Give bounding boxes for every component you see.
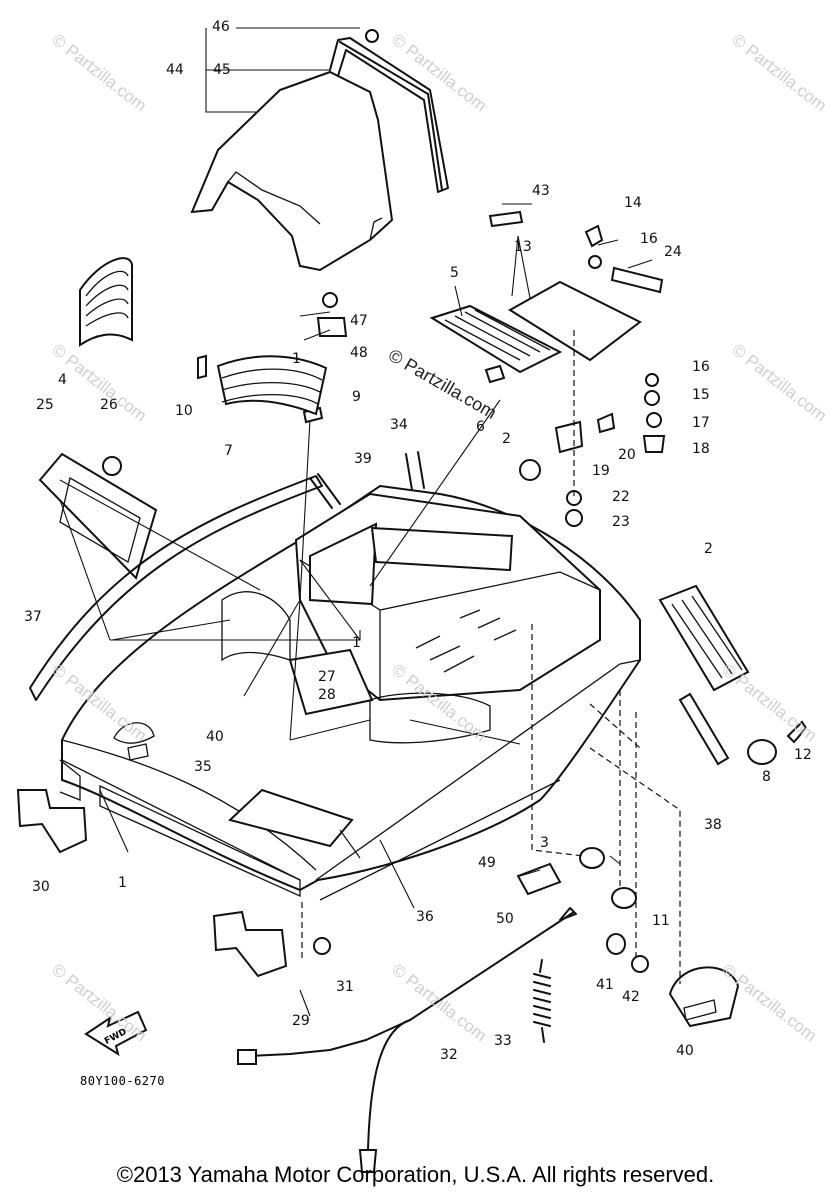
hinge-left[interactable]: [16, 789, 88, 854]
side-grille[interactable]: [658, 584, 750, 692]
callout-42[interactable]: 42: [622, 989, 640, 1005]
right-fasteners: [313, 720, 808, 973]
badge-40[interactable]: [668, 966, 740, 1028]
callout-34[interactable]: 34: [390, 417, 408, 433]
callout-26[interactable]: 26: [100, 397, 118, 413]
hinge-right[interactable]: [212, 910, 288, 978]
callout-41[interactable]: 41: [596, 977, 614, 993]
callout-43[interactable]: 43: [532, 183, 550, 199]
callout-44[interactable]: 44: [166, 62, 184, 78]
label-50[interactable]: [516, 862, 562, 896]
callout-46[interactable]: 46: [212, 19, 230, 35]
callout-1c[interactable]: 1: [118, 875, 127, 891]
callout-47[interactable]: 47: [350, 313, 368, 329]
callout-17[interactable]: 17: [692, 415, 710, 431]
callout-36[interactable]: 36: [416, 909, 434, 925]
callout-31[interactable]: 31: [336, 979, 354, 995]
callout-39[interactable]: 39: [354, 451, 372, 467]
callout-20[interactable]: 20: [618, 447, 636, 463]
diagram-code: 80Y100-6270: [80, 1074, 165, 1088]
callout-22[interactable]: 22: [612, 489, 630, 505]
callout-27[interactable]: 27: [318, 669, 336, 685]
windshield[interactable]: [190, 70, 394, 272]
trim-strip-38[interactable]: [678, 692, 730, 766]
callout-24[interactable]: 24: [664, 244, 682, 260]
callout-10[interactable]: 10: [175, 403, 193, 419]
hose-39[interactable]: [309, 473, 341, 509]
callout-45[interactable]: 45: [213, 62, 231, 78]
copyright-notice: ©2013 Yamaha Motor Corporation, U.S.A. A…: [116, 1162, 715, 1187]
callout-37[interactable]: 37: [24, 609, 42, 625]
alignment-lines: [301, 330, 681, 984]
callout-1b[interactable]: 1: [352, 635, 361, 651]
callout-35[interactable]: 35: [194, 759, 212, 775]
callout-40b[interactable]: 40: [676, 1043, 694, 1059]
callout-7[interactable]: 7: [224, 443, 233, 459]
fwd-arrow: [84, 1010, 148, 1057]
spring-33[interactable]: [533, 959, 551, 1043]
callout-14[interactable]: 14: [624, 195, 642, 211]
callout-40a[interactable]: 40: [206, 729, 224, 745]
callout-1a[interactable]: 1: [292, 351, 301, 367]
callout-2a[interactable]: 2: [502, 431, 511, 447]
vent-grille-center[interactable]: [216, 355, 328, 416]
badge-on-hood: [113, 722, 155, 761]
callout-5[interactable]: 5: [450, 265, 459, 281]
cable-32[interactable]: [237, 907, 577, 1173]
callout-16[interactable]: 16: [640, 231, 658, 247]
callout-50[interactable]: 50: [496, 911, 514, 927]
leader-44-45: [205, 28, 330, 113]
callout-3[interactable]: 3: [540, 835, 549, 851]
windshield-trim[interactable]: [329, 29, 449, 193]
callout-19[interactable]: 19: [592, 463, 610, 479]
callout-6[interactable]: 6: [476, 419, 485, 435]
leader-lines: [59, 203, 653, 1017]
callout-2b[interactable]: 2: [704, 541, 713, 557]
callout-28[interactable]: 28: [318, 687, 336, 703]
callout-29[interactable]: 29: [292, 1013, 310, 1029]
console-panel[interactable]: [429, 304, 563, 374]
callout-25[interactable]: 25: [36, 397, 54, 413]
console-cover[interactable]: [508, 280, 642, 362]
callout-9[interactable]: 9: [352, 389, 361, 405]
callout-11[interactable]: 11: [652, 913, 670, 929]
callout-16b[interactable]: 16: [692, 359, 710, 375]
trim-strip-37[interactable]: [29, 475, 323, 701]
callout-13[interactable]: 13: [514, 239, 532, 255]
callout-30[interactable]: 30: [32, 879, 50, 895]
callout-49[interactable]: 49: [478, 855, 496, 871]
callout-48[interactable]: 48: [350, 345, 368, 361]
callout-8[interactable]: 8: [762, 769, 771, 785]
callout-18[interactable]: 18: [692, 441, 710, 457]
vent-grille-left[interactable]: [79, 257, 133, 347]
callout-38[interactable]: 38: [704, 817, 722, 833]
callout-32[interactable]: 32: [440, 1047, 458, 1063]
hose-34[interactable]: [405, 451, 425, 491]
air-duct[interactable]: [38, 452, 158, 580]
hood-body[interactable]: [59, 484, 641, 901]
callout-15[interactable]: 15: [692, 387, 710, 403]
callout-12[interactable]: 12: [794, 747, 812, 763]
small-parts: [102, 210, 666, 527]
callout-4[interactable]: 4: [58, 372, 67, 388]
callout-23[interactable]: 23: [612, 514, 630, 530]
callout-33[interactable]: 33: [494, 1033, 512, 1049]
